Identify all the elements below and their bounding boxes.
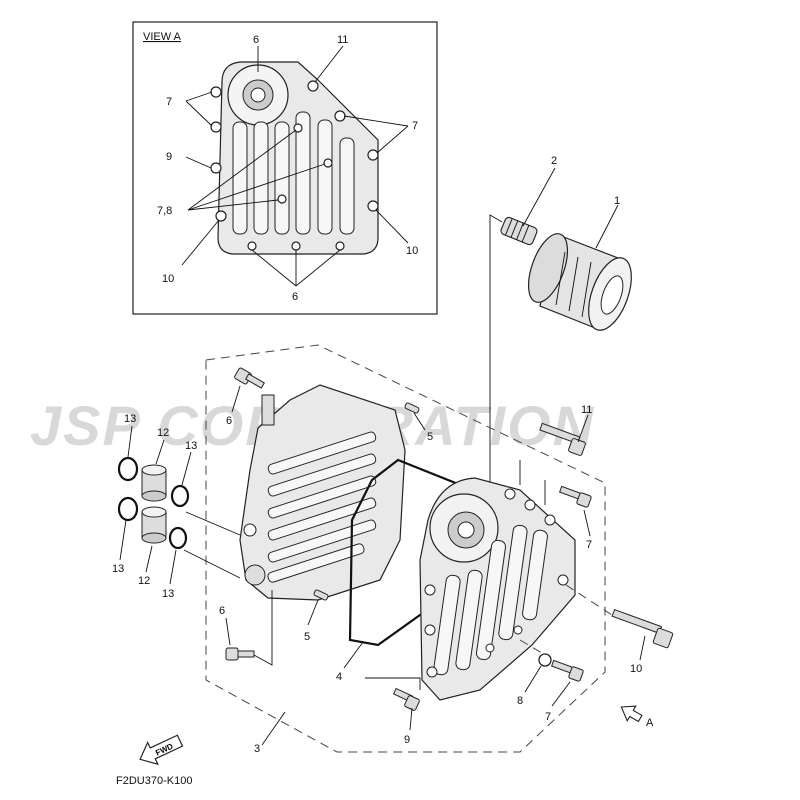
sleeve-12-upper xyxy=(141,464,167,502)
oil-filter xyxy=(527,233,632,331)
callout-1: 1 xyxy=(614,195,620,207)
view-a-bolt-hole xyxy=(247,241,257,251)
callout-4: 4 xyxy=(336,671,342,683)
figure-code: F2DU370-K100 xyxy=(116,775,192,787)
view-a-fin xyxy=(295,111,311,235)
gasket xyxy=(348,458,480,647)
callout-8: 8 xyxy=(517,695,523,707)
view-arrow-label: A xyxy=(646,717,654,729)
view-a-fin xyxy=(232,121,248,235)
view-a-title: VIEW A xyxy=(143,31,182,43)
view-a-bolt-hole xyxy=(210,121,222,133)
view-a-callout-9: 9 xyxy=(166,151,172,163)
dowel-pin-5-lower xyxy=(313,589,329,601)
callout-7-upper: 7 xyxy=(586,539,592,551)
view-a-callout-10-left: 10 xyxy=(162,273,174,285)
view-a-bolt-hole xyxy=(367,200,379,212)
o-ring-13 xyxy=(117,496,139,522)
view-a-callout-6-bottom: 6 xyxy=(292,291,298,303)
callout-6-lower: 6 xyxy=(219,605,225,617)
bolt-10 xyxy=(611,608,674,649)
view-a-bolt-hole xyxy=(210,86,222,98)
oil-cooler-body xyxy=(239,384,406,601)
callout-3: 3 xyxy=(254,743,260,755)
fwd-arrow: FWD xyxy=(139,734,184,766)
callout-12-lower: 12 xyxy=(138,575,150,587)
bolt-11 xyxy=(539,422,586,456)
view-a-bolt-hole xyxy=(335,241,345,251)
view-a-bolt-hole xyxy=(323,158,333,168)
callout-5-lower: 5 xyxy=(304,631,310,643)
callout-7-lower: 7 xyxy=(545,711,551,723)
callout-12-upper: 12 xyxy=(157,427,169,439)
washer-8 xyxy=(538,653,552,667)
callout-2: 2 xyxy=(551,155,557,167)
dowel-pin-5-upper xyxy=(404,402,420,414)
callout-5-upper: 5 xyxy=(427,431,433,443)
bolt-7-upper xyxy=(558,485,592,508)
view-a-bolt-hole xyxy=(210,162,222,174)
view-a-callout-7-8: 7,8 xyxy=(157,205,172,217)
callout-11: 11 xyxy=(581,404,592,416)
bolt-6-lower xyxy=(225,647,255,661)
bolt-6-upper xyxy=(234,367,265,389)
view-a-fin xyxy=(253,121,269,235)
view-a-callout-7-left: 7 xyxy=(166,96,172,108)
callout-13-a: 13 xyxy=(124,413,136,425)
bolt-9 xyxy=(392,687,420,711)
view-a-bolt-hole xyxy=(367,149,379,161)
o-ring-13 xyxy=(168,526,188,550)
sleeve-12-lower xyxy=(141,506,167,544)
view-a-callout-11: 11 xyxy=(337,34,348,46)
callout-13-d: 13 xyxy=(162,588,174,600)
view-a-bolt-hole xyxy=(215,210,227,222)
view-a-callout-7-right: 7 xyxy=(412,120,418,132)
o-rings-and-sleeves xyxy=(117,456,190,550)
view-a-callout-6-top: 6 xyxy=(253,34,259,46)
callout-9: 9 xyxy=(404,734,410,746)
o-ring-13 xyxy=(117,456,139,482)
view-a-bolt-hole xyxy=(291,241,301,251)
bolt-7-lower xyxy=(550,659,584,682)
view-arrow-a xyxy=(620,705,643,723)
oil-cooler-cover xyxy=(419,477,576,701)
assembly-boundary xyxy=(205,344,606,753)
callout-10: 10 xyxy=(630,663,642,675)
view-a-bolt-hole xyxy=(307,80,319,92)
view-a-bolt-hole xyxy=(277,194,287,204)
view-a-bolt-hole xyxy=(334,110,346,122)
callout-13-c: 13 xyxy=(112,563,124,575)
water-nipple xyxy=(261,394,275,426)
view-a-inset: VIEW A xyxy=(132,21,438,315)
oil-filter-fitting xyxy=(500,216,538,246)
view-a-fin xyxy=(317,119,333,235)
view-a-callout-10-right: 10 xyxy=(406,245,418,257)
callout-6-upper: 6 xyxy=(226,415,232,427)
o-ring-13 xyxy=(170,484,190,508)
callout-13-b: 13 xyxy=(185,440,197,452)
view-a-fin xyxy=(339,137,355,235)
